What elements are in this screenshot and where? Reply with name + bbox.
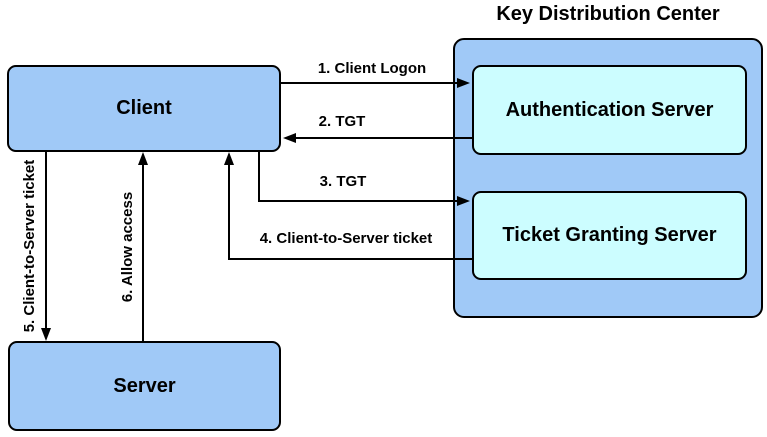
client-node: Client <box>7 65 281 152</box>
authentication-server-node-label: Authentication Server <box>505 98 714 121</box>
server-node: Server <box>8 341 281 431</box>
kdc-title: Key Distribution Center <box>496 3 720 25</box>
arrow-6-head <box>138 152 148 165</box>
arrow-5-label: 5. Client-to-Server ticket <box>21 159 38 333</box>
arrow-2-label: 2. TGT <box>318 113 366 130</box>
arrow-6-label: 6. Allow access <box>119 191 136 303</box>
arrow-3-label: 3. TGT <box>319 173 367 190</box>
authentication-server-node: Authentication Server <box>472 65 747 155</box>
arrow-1-label: 1. Client Logon <box>317 60 427 77</box>
arrow-4-label: 4. Client-to-Server ticket <box>259 230 433 247</box>
ticket-granting-server-node-label: Ticket Granting Server <box>502 224 717 246</box>
arrow-2-head <box>283 133 296 143</box>
client-node-label: Client <box>116 97 172 119</box>
ticket-granting-server-node: Ticket Granting Server <box>472 191 747 280</box>
arrow-5-head <box>41 328 51 341</box>
server-node-label: Server <box>113 374 176 397</box>
arrow-4-head <box>224 152 234 165</box>
